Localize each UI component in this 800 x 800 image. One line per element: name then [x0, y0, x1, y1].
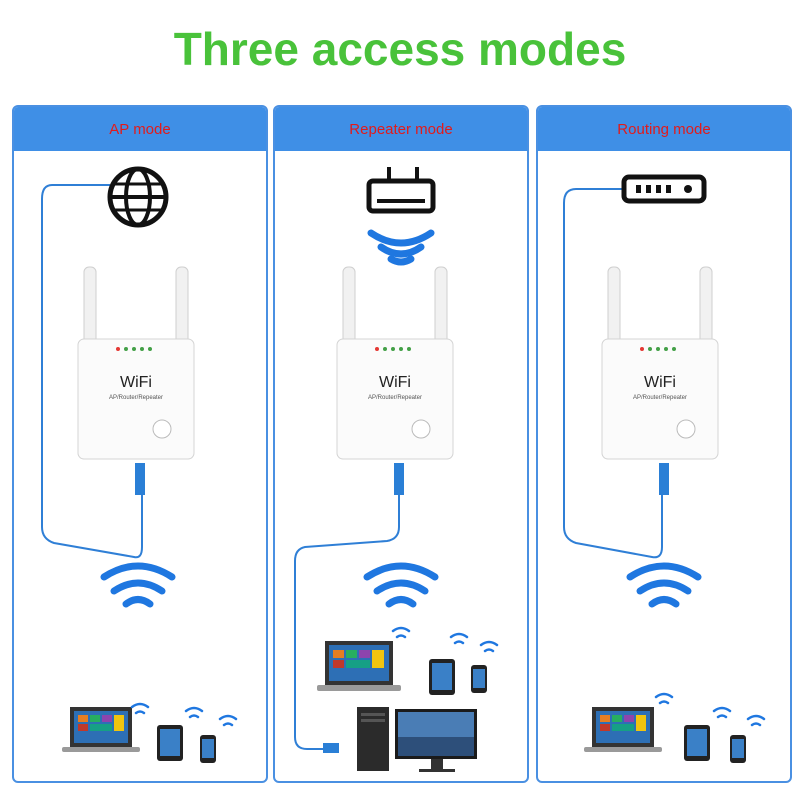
device-subtitle: AP/Router/Repeater: [368, 395, 422, 401]
wifi-extender-device: WiFi AP/Router/Repeater: [336, 266, 454, 495]
laptop-icon: [584, 707, 662, 752]
tablet-icon: [157, 725, 183, 761]
wifi-signal-icon: [391, 626, 499, 653]
rj45-plug: [323, 743, 339, 753]
desktop-pc-icon: [357, 707, 477, 772]
device-brand: WiFi: [120, 374, 152, 391]
device-subtitle: AP/Router/Repeater: [109, 395, 163, 401]
device-brand: WiFi: [379, 374, 411, 391]
phone-icon: [471, 665, 487, 693]
panel-header: Routing mode: [538, 107, 790, 151]
wifi-signal-icon: [654, 692, 766, 727]
mode-label: Routing mode: [617, 120, 711, 138]
wifi-waves-icon: [100, 562, 176, 608]
wifi-waves-icon: [363, 562, 439, 608]
globe-icon: [107, 166, 169, 228]
tablet-icon: [684, 725, 710, 761]
mode-label: AP mode: [109, 120, 171, 138]
panel-header: AP mode: [14, 107, 266, 151]
router-icon: [366, 167, 436, 214]
panel-routing-mode: Routing mode WiFi AP/Router/Repeater: [536, 105, 792, 783]
modem-icon: [621, 174, 707, 204]
wifi-extender-device: WiFi AP/Router/Repeater: [601, 266, 719, 495]
laptop-icon: [62, 707, 140, 752]
mode-label: Repeater mode: [349, 120, 453, 138]
ethernet-cable: [41, 184, 143, 559]
laptop-icon: [317, 641, 401, 691]
panel-header: Repeater mode: [275, 107, 527, 151]
ethernet-cable: [294, 495, 400, 750]
panel-repeater-mode: Repeater mode WiFi AP/Router/Repeater: [273, 105, 529, 783]
wifi-waves-icon: [367, 229, 435, 266]
panel-ap-mode: AP mode WiFi AP/Router/Repeater: [12, 105, 268, 783]
wifi-signal-icon: [130, 702, 238, 727]
phone-icon: [730, 735, 746, 763]
page-title: Three access modes: [173, 23, 627, 75]
phone-icon: [200, 735, 216, 763]
device-brand: WiFi: [644, 374, 676, 391]
wifi-waves-icon: [626, 562, 702, 608]
wifi-extender-device: WiFi AP/Router/Repeater: [77, 266, 195, 495]
tablet-icon: [429, 659, 455, 695]
device-subtitle: AP/Router/Repeater: [633, 395, 687, 401]
ethernet-cable: [563, 188, 663, 559]
